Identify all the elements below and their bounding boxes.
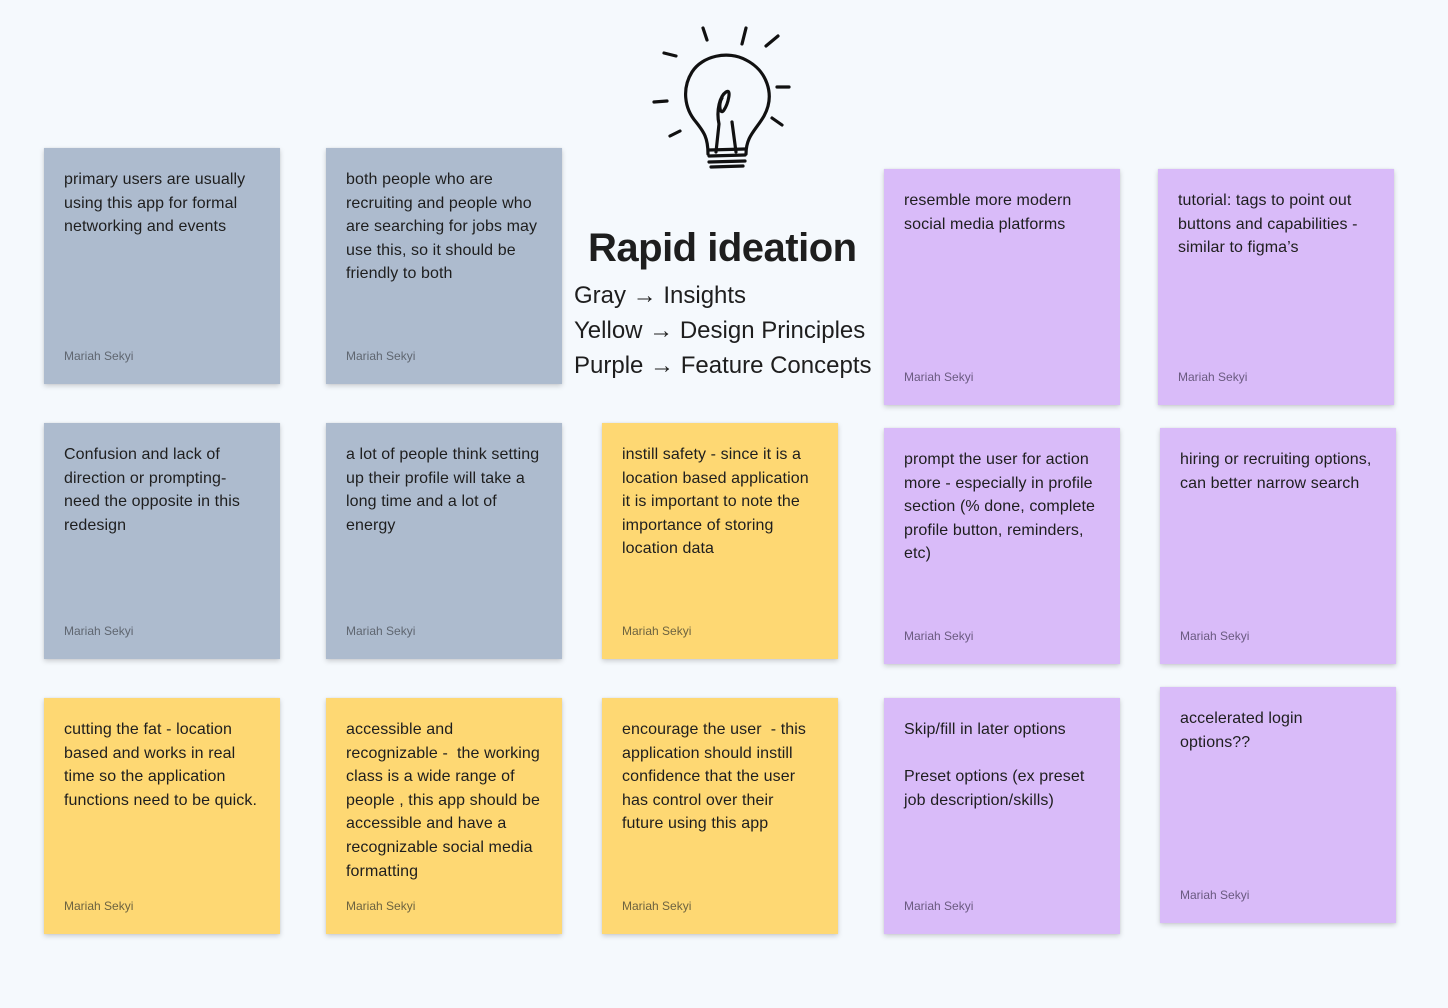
note-author: Mariah Sekyi: [64, 349, 134, 363]
note-author: Mariah Sekyi: [622, 899, 692, 913]
sticky-note[interactable]: accessible and recognizable - the workin…: [326, 698, 562, 934]
sticky-note[interactable]: instill safety - since it is a location …: [602, 423, 838, 659]
note-author: Mariah Sekyi: [904, 629, 974, 643]
sticky-note[interactable]: both people who are recruiting and peopl…: [326, 148, 562, 384]
note-text[interactable]: Skip/fill in later options Preset option…: [904, 721, 1085, 809]
note-author: Mariah Sekyi: [346, 899, 416, 913]
note-text[interactable]: resemble more modern social media platfo…: [904, 192, 1076, 233]
legend-purple: Purple → Feature Concepts: [574, 352, 872, 379]
note-author: Mariah Sekyi: [1180, 629, 1250, 643]
note-author: Mariah Sekyi: [346, 624, 416, 638]
sticky-note[interactable]: primary users are usually using this app…: [44, 148, 280, 384]
note-text[interactable]: both people who are recruiting and peopl…: [346, 171, 542, 283]
note-text[interactable]: cutting the fat - location based and wor…: [64, 721, 258, 809]
legend-gray: Gray → Insights: [574, 282, 747, 309]
note-author: Mariah Sekyi: [904, 370, 974, 384]
sticky-note[interactable]: cutting the fat - location based and wor…: [44, 698, 280, 934]
note-author: Mariah Sekyi: [1178, 370, 1248, 384]
board-title: Rapid ideation: [588, 226, 857, 270]
lightbulb-icon: [652, 26, 791, 169]
legend-yellow: Yellow → Design Principles: [574, 317, 866, 344]
note-text[interactable]: encourage the user - this application sh…: [622, 721, 811, 833]
note-text[interactable]: hiring or recruiting options, can better…: [1180, 451, 1376, 492]
sticky-note[interactable]: hiring or recruiting options, can better…: [1160, 428, 1396, 664]
sticky-note[interactable]: prompt the user for action more - especi…: [884, 428, 1120, 664]
sticky-note[interactable]: tutorial: tags to point out buttons and …: [1158, 169, 1394, 405]
sticky-note[interactable]: Confusion and lack of direction or promp…: [44, 423, 280, 659]
note-author: Mariah Sekyi: [64, 899, 134, 913]
note-text[interactable]: primary users are usually using this app…: [64, 171, 250, 236]
note-text[interactable]: Confusion and lack of direction or promp…: [64, 446, 245, 534]
note-text[interactable]: accelerated login options??: [1180, 710, 1308, 751]
sticky-note[interactable]: a lot of people think setting up their p…: [326, 423, 562, 659]
note-text[interactable]: a lot of people think setting up their p…: [346, 446, 544, 534]
note-author: Mariah Sekyi: [346, 349, 416, 363]
note-text[interactable]: accessible and recognizable - the workin…: [346, 721, 545, 880]
sticky-note[interactable]: accelerated login options?? Mariah Sekyi: [1160, 687, 1396, 923]
note-author: Mariah Sekyi: [1180, 888, 1250, 902]
note-author: Mariah Sekyi: [64, 624, 134, 638]
note-author: Mariah Sekyi: [904, 899, 974, 913]
note-text[interactable]: tutorial: tags to point out buttons and …: [1178, 192, 1363, 257]
sticky-note[interactable]: Skip/fill in later options Preset option…: [884, 698, 1120, 934]
sticky-note[interactable]: encourage the user - this application sh…: [602, 698, 838, 934]
note-author: Mariah Sekyi: [622, 624, 692, 638]
note-text[interactable]: instill safety - since it is a location …: [622, 446, 814, 558]
note-text[interactable]: prompt the user for action more - especi…: [904, 451, 1100, 563]
sticky-note[interactable]: resemble more modern social media platfo…: [884, 169, 1120, 405]
